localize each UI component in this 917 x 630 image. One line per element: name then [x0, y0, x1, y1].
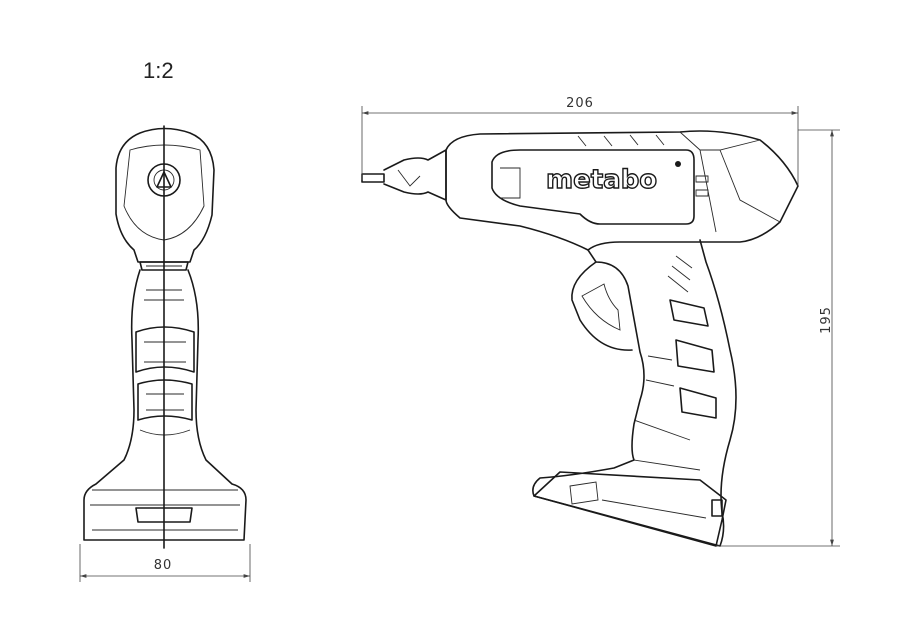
length-value: 206 [566, 96, 594, 111]
dim-length [361, 106, 799, 186]
dim-height [716, 129, 840, 547]
front-view [83, 125, 247, 549]
side-view: metabo [361, 130, 799, 547]
dim-width [79, 544, 251, 582]
scale-label: 1:2 [143, 58, 174, 83]
height-value: 195 [819, 306, 834, 334]
brand-logo: metabo [546, 165, 657, 195]
width-value: 80 [154, 558, 173, 573]
